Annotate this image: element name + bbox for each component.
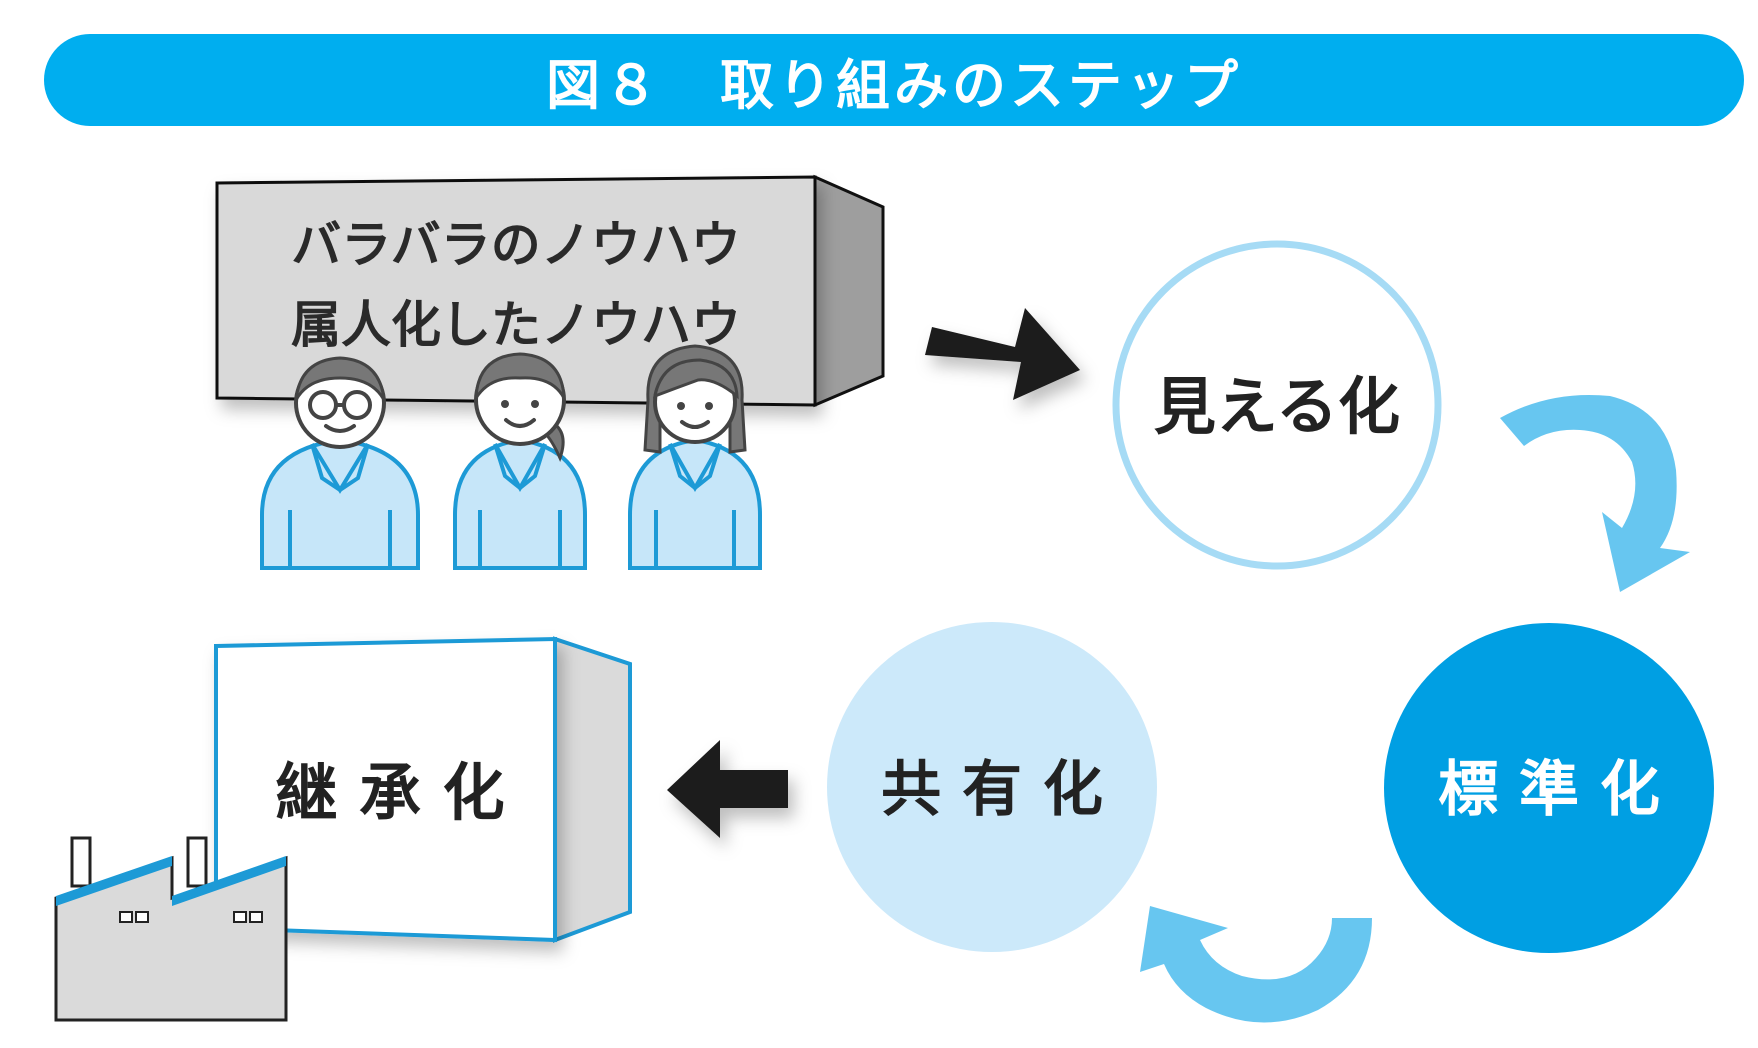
person-with-glasses-icon bbox=[260, 356, 420, 570]
cycle-arrow-2-icon bbox=[1140, 906, 1372, 1023]
scattered-knowhow-box: バラバラのノウハウ 属人化したノウハウ bbox=[215, 174, 885, 408]
standardize-step: 標 準 化 bbox=[1384, 623, 1714, 953]
visualize-step: 見える化 bbox=[1112, 240, 1442, 570]
arrow-to-inherit-icon bbox=[667, 740, 788, 838]
knowhow-line-2: 属人化したノウハウ bbox=[291, 296, 741, 354]
standardize-label: 標 準 化 bbox=[1438, 755, 1660, 825]
arrow-to-visualize-icon bbox=[925, 308, 1080, 400]
person-ponytail-icon bbox=[453, 352, 587, 570]
figure-title: 図８ 取り組みのステップ bbox=[546, 53, 1242, 117]
title-bar: 図８ 取り組みのステップ bbox=[44, 34, 1744, 126]
visualize-label: 見える化 bbox=[1154, 370, 1400, 443]
factory-icon bbox=[54, 836, 288, 1022]
person-long-hair-icon bbox=[628, 344, 762, 570]
gray-box-front bbox=[215, 175, 817, 407]
inherit-box: 継 承 化 bbox=[214, 636, 632, 943]
share-label: 共 有 化 bbox=[881, 755, 1103, 825]
gray-box-side bbox=[813, 174, 885, 408]
cycle-arrow-1-icon bbox=[1500, 394, 1690, 592]
inherit-label: 継 承 化 bbox=[275, 756, 504, 829]
share-step: 共 有 化 bbox=[827, 622, 1157, 952]
knowhow-line-1: バラバラのノウハウ bbox=[291, 216, 741, 274]
